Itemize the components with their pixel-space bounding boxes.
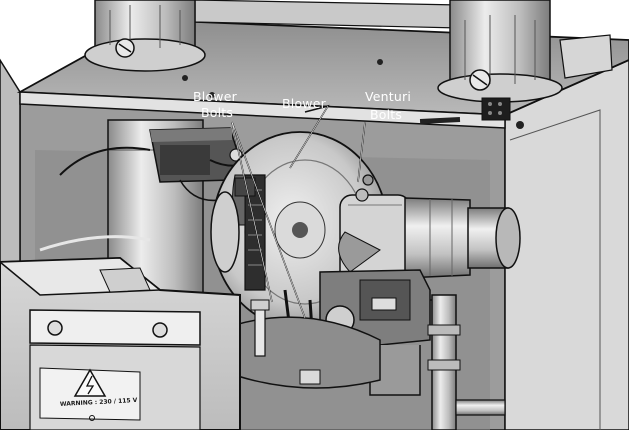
wire-harness xyxy=(59,146,151,176)
gas-valve xyxy=(319,269,456,396)
venturi-bolt xyxy=(355,188,369,202)
top-plate-right-rail xyxy=(559,34,613,79)
right-side-panel-edge xyxy=(509,109,601,430)
wire-harness xyxy=(39,235,151,252)
plate-hole xyxy=(516,121,524,129)
callout-blower: Blower xyxy=(282,96,327,111)
warning-plate-text: WARNING : 230 / 115 V xyxy=(60,397,138,408)
right-side-panel xyxy=(504,59,629,430)
right-flue-collar xyxy=(437,0,563,121)
callout-venturi-bolts-line1: Venturi xyxy=(365,89,411,104)
callout-blower-bolts-line2: Bolts xyxy=(201,105,233,120)
top-plate-front-lip xyxy=(19,91,506,129)
callout-blower-bolts-line1: Blower xyxy=(193,89,238,104)
lightning-bolt-icon xyxy=(73,368,107,397)
callout-venturi-bolts-line2: Bolts xyxy=(370,107,402,122)
venturi-bolt xyxy=(362,174,374,186)
plate-hole xyxy=(182,75,188,81)
igniter-electrode xyxy=(250,299,321,385)
warning-plate: WARNING : 230 / 115 V xyxy=(39,367,141,421)
plate-hole xyxy=(209,92,215,98)
plate-slot xyxy=(419,116,461,125)
plate-hole xyxy=(377,59,383,65)
left-flue-collar xyxy=(84,0,206,72)
ignition-transformer xyxy=(149,127,271,202)
gas-supply-pipe xyxy=(427,294,506,430)
callout-leaders-highlight xyxy=(231,105,366,319)
